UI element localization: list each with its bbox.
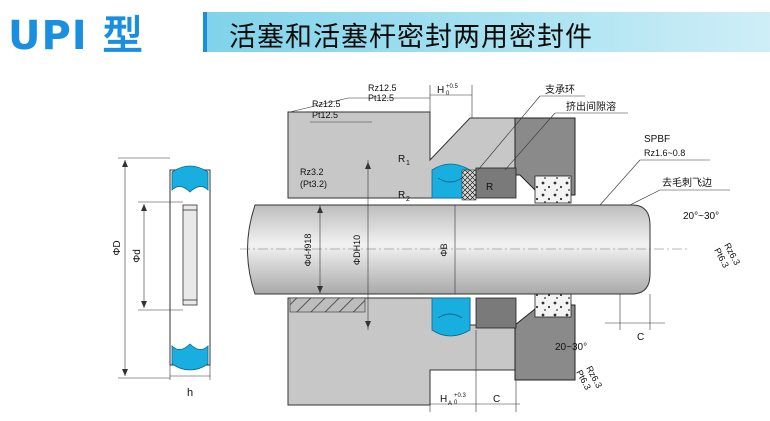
label-angle-bottom: 20~30° bbox=[555, 342, 587, 353]
gland-top-fill bbox=[534, 175, 572, 204]
dim-h-top: H bbox=[437, 85, 444, 96]
dim-c-right: C bbox=[637, 332, 644, 343]
dim-rod-diameter: Φd-f918 bbox=[303, 234, 313, 267]
roughness-pt12-a: Pt12.5 bbox=[368, 93, 394, 103]
roughness-pt12-b: Pt12.5 bbox=[312, 110, 338, 120]
svg-text:A: A bbox=[448, 401, 452, 407]
svg-text:0: 0 bbox=[446, 91, 450, 97]
seal-bottom-assembly bbox=[431, 297, 471, 337]
roughness-rz-fine: Rz1.6~0.8 bbox=[644, 148, 685, 158]
model-badge: UPI 型 bbox=[8, 13, 144, 59]
header: UPI 型 活塞和活塞杆密封两用密封件 bbox=[0, 0, 770, 64]
dim-outer-diameter: ΦD bbox=[112, 240, 123, 255]
label-extrusion-gap: 挤出间隙溶 bbox=[566, 100, 616, 113]
piston-rod bbox=[247, 204, 651, 295]
extrusion-ring-bottom bbox=[475, 297, 517, 329]
seal-lip-bottom bbox=[171, 343, 209, 371]
seal-cross-section-view: ΦD Φd h bbox=[112, 157, 211, 399]
label-r1: R bbox=[398, 154, 405, 165]
dim-height-h: h bbox=[187, 387, 193, 399]
label-spbf: SPBF bbox=[644, 134, 670, 145]
dim-c-bottom: C bbox=[493, 394, 500, 405]
roughness-rz12-a: Rz12.5 bbox=[368, 83, 397, 93]
label-r: R bbox=[486, 182, 493, 193]
dim-phi-b: ΦB bbox=[439, 243, 449, 256]
assembly-view: Φd-f918 ΦDH10 ΦB H +0.5 0 Rz12.5 Pt12.5 … bbox=[240, 83, 742, 412]
dim-ha: H bbox=[440, 394, 447, 405]
dim-bore-diameter: ΦDH10 bbox=[352, 235, 362, 265]
label-support-ring: 支承环 bbox=[545, 84, 575, 96]
svg-text:+0.5: +0.5 bbox=[446, 84, 459, 90]
roughness-rz3: Rz3.2 bbox=[300, 167, 324, 177]
page-title: 活塞和活塞杆密封两用密封件 bbox=[229, 22, 593, 53]
title-bar: 活塞和活塞杆密封两用密封件 bbox=[203, 12, 770, 53]
roughness-rz12-b: Rz12.5 bbox=[312, 99, 341, 109]
svg-text:2: 2 bbox=[406, 196, 410, 203]
seal-inner-channel bbox=[182, 204, 198, 306]
seal-lip-top bbox=[171, 165, 209, 193]
extrusion-ring-top bbox=[475, 167, 517, 199]
svg-text:0: 0 bbox=[454, 400, 458, 406]
svg-text:1: 1 bbox=[406, 160, 410, 167]
label-r2: R bbox=[398, 190, 405, 201]
support-ring-top bbox=[461, 169, 477, 201]
svg-text:+0.3: +0.3 bbox=[454, 393, 467, 399]
hatched-section bbox=[289, 297, 366, 313]
label-angle-top: 20°~30° bbox=[683, 211, 719, 222]
seal-installation-diagram: ΦD Φd h bbox=[112, 83, 742, 412]
label-deburr: 去毛刺飞边 bbox=[662, 177, 712, 189]
roughness-pt3: (Pt3.2) bbox=[300, 179, 327, 189]
dim-inner-diameter: Φd bbox=[132, 249, 143, 263]
